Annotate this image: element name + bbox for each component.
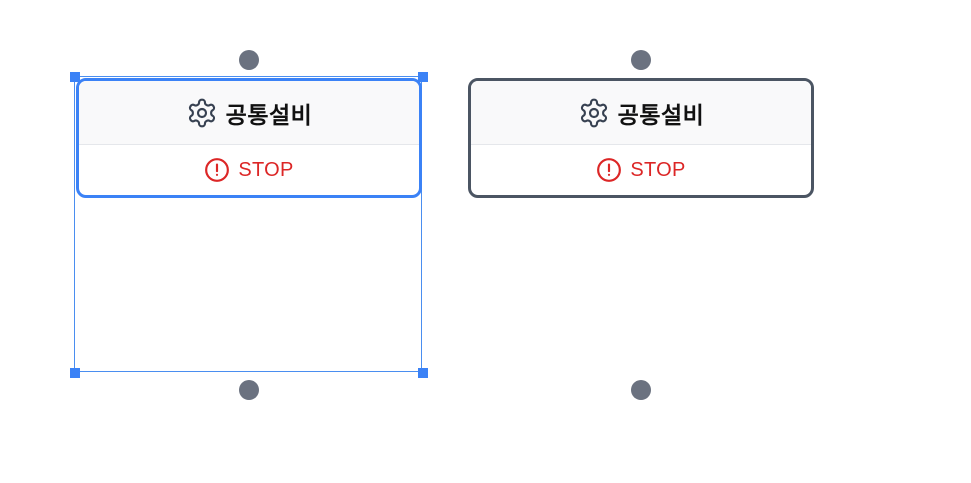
resize-handle-top-right[interactable] bbox=[418, 72, 428, 82]
resize-handle-bottom-left[interactable] bbox=[70, 368, 80, 378]
alert-circle-icon bbox=[597, 158, 622, 182]
equipment-node-selected[interactable]: 공통설비 STOP bbox=[76, 78, 422, 198]
alert-circle-icon bbox=[205, 158, 230, 182]
node-title: 공통설비 bbox=[617, 102, 705, 129]
resize-handle-top-left[interactable] bbox=[70, 72, 80, 82]
node-status: STOP bbox=[471, 145, 811, 195]
gear-icon bbox=[580, 98, 607, 127]
connection-handle-bottom[interactable] bbox=[631, 380, 651, 400]
node-header: 공통설비 bbox=[79, 81, 419, 145]
node-title: 공통설비 bbox=[225, 102, 313, 129]
connection-handle-top[interactable] bbox=[239, 50, 259, 70]
status-label: STOP bbox=[238, 158, 294, 181]
gear-icon bbox=[188, 98, 215, 127]
resize-handle-bottom-right[interactable] bbox=[418, 368, 428, 378]
node-header: 공통설비 bbox=[471, 81, 811, 145]
selection-frame bbox=[74, 76, 422, 372]
node-status: STOP bbox=[79, 145, 419, 195]
connection-handle-bottom[interactable] bbox=[239, 380, 259, 400]
status-label: STOP bbox=[630, 158, 686, 181]
connection-handle-top[interactable] bbox=[631, 50, 651, 70]
equipment-node[interactable]: 공통설비 STOP bbox=[468, 78, 814, 198]
